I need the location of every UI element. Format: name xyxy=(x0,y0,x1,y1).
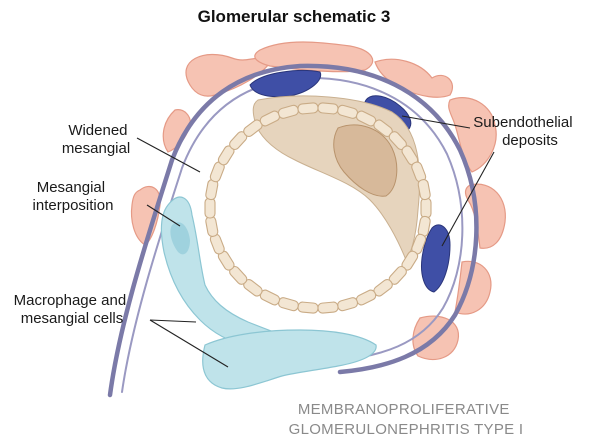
endothelial-bead xyxy=(417,179,431,201)
label-mesangial-interposition: Mesangial interposition xyxy=(33,179,114,214)
podocyte-right-upper xyxy=(448,97,497,173)
leader-mesangial-interposition xyxy=(146,204,181,227)
label-macrophage-mesangial-cells: Macrophage and mesangial cells xyxy=(14,292,131,327)
endothelial-bead xyxy=(297,102,319,115)
podocyte-top-right xyxy=(374,58,453,98)
diagram-caption: MEMBRANOPROLIFERATIVE GLOMERULONEPHRITIS… xyxy=(289,401,524,438)
leader-widened-mesangial xyxy=(136,137,201,173)
outer-basement-membrane xyxy=(107,63,479,398)
diagram-title: Glomerular schematic 3 xyxy=(198,7,391,26)
deposit-right-lower xyxy=(421,224,451,293)
endothelial-cell xyxy=(252,95,421,261)
leader-lines xyxy=(136,115,495,368)
endothelial-bead xyxy=(355,289,377,306)
leader-deposit-1 xyxy=(401,115,471,129)
endothelial-bead xyxy=(297,301,319,314)
label-widened-mesangial: Widened mesangial xyxy=(62,122,132,157)
endothelial-bead xyxy=(204,197,216,219)
endothelial-bead xyxy=(337,297,359,312)
podocyte-top xyxy=(254,41,374,73)
mesangial-cell-nucleus xyxy=(170,222,190,255)
leader-macrophage-2 xyxy=(149,319,229,368)
deposit-top xyxy=(249,70,322,98)
leader-macrophage-1 xyxy=(149,319,197,323)
endothelial-bead xyxy=(317,102,339,115)
mesangial-cells xyxy=(160,196,377,390)
capillary-lumen-ring xyxy=(204,102,432,314)
endothelial-bead xyxy=(420,197,432,219)
label-subendothelial-deposits: Subendothelial deposits xyxy=(473,114,576,149)
endothelial-bead xyxy=(277,297,299,312)
macrophage-cell xyxy=(202,329,377,390)
leader-deposit-2 xyxy=(441,151,495,247)
endothelial-bead xyxy=(205,215,219,237)
endothelial-bead xyxy=(317,301,339,314)
endothelial-nucleus xyxy=(333,124,398,197)
